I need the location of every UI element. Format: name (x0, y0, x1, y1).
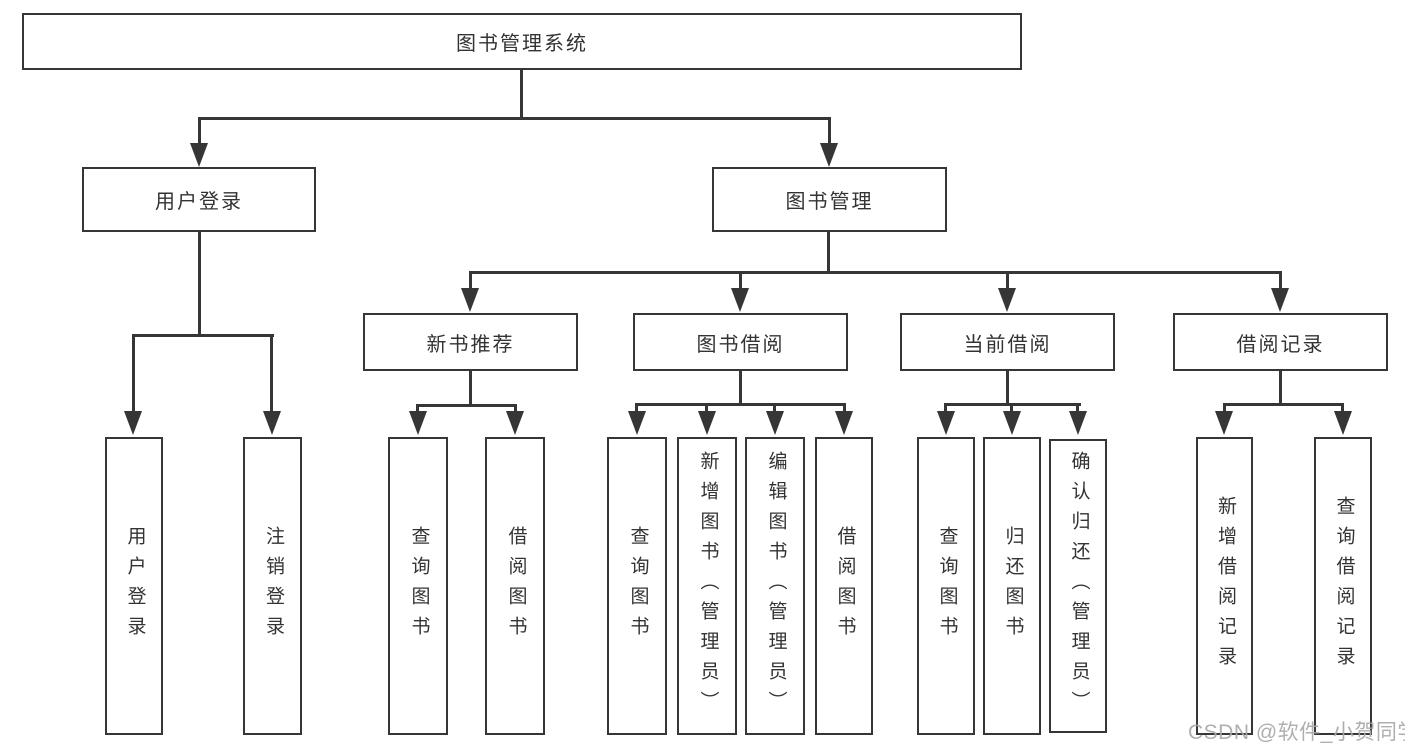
node-label: 新增图书（管理员） (697, 451, 719, 721)
node-label: 借阅图书 (505, 526, 527, 646)
connector-line (520, 70, 523, 118)
node-new-book-recommend: 新书推荐 (363, 313, 578, 371)
leaf-edit-books-admin: 编辑图书（管理员） (745, 437, 805, 735)
arrow-down-icon (731, 288, 749, 312)
connector-line (416, 404, 419, 413)
node-label: 新增借阅记录 (1214, 496, 1236, 676)
node-label: 借阅记录 (1236, 333, 1325, 356)
leaf-confirm-return-admin: 确认归还（管理员） (1049, 439, 1107, 733)
node-label: 图书管理系统 (456, 33, 588, 55)
node-label: 用户登录 (155, 191, 243, 213)
node-label: 新书推荐 (426, 333, 515, 356)
arrow-down-icon (1215, 411, 1233, 435)
arrow-down-icon (1271, 288, 1289, 312)
csdn-watermark: CSDN @软件_小贺同学 (1188, 721, 1405, 744)
leaf-query-books-recommend: 查询图书 (388, 437, 448, 735)
connector-line (198, 232, 201, 336)
node-label: 图书管理 (785, 191, 874, 213)
node-label: 用户登录 (124, 526, 146, 646)
arrow-down-icon (190, 143, 208, 167)
arrow-down-icon (937, 411, 955, 435)
node-label: 当前借阅 (963, 333, 1052, 356)
connector-line (1223, 403, 1226, 412)
node-label: 图书借阅 (696, 333, 785, 356)
connector-line (1006, 371, 1009, 405)
node-label: 查询图书 (936, 526, 958, 646)
connector-line (270, 334, 273, 412)
node-label: 注销登录 (262, 526, 284, 646)
connector-line (132, 334, 135, 412)
connector-line (198, 117, 201, 145)
arrow-down-icon (628, 411, 646, 435)
node-label: 查询借阅记录 (1333, 496, 1355, 676)
node-label: 确认归还（管理员） (1068, 451, 1090, 721)
connector-line (132, 334, 274, 337)
leaf-query-borrow-record: 查询借阅记录 (1314, 437, 1372, 735)
connector-line (827, 232, 830, 274)
node-label: 查询图书 (627, 526, 649, 646)
connector-line (1223, 403, 1344, 406)
arrow-down-icon (263, 411, 281, 435)
connector-line (1010, 403, 1013, 412)
node-current-borrowing: 当前借阅 (900, 313, 1115, 371)
node-label: 归还图书 (1002, 526, 1024, 646)
node-label: 借阅图书 (834, 526, 856, 646)
connector-line (828, 117, 831, 145)
connector-line (705, 403, 708, 412)
connector-line (635, 403, 638, 412)
leaf-return-books: 归还图书 (983, 437, 1041, 735)
connector-line (416, 404, 517, 407)
node-library-system: 图书管理系统 (22, 13, 1022, 70)
leaf-logout-login: 注销登录 (243, 437, 302, 735)
connector-line (773, 403, 776, 412)
arrow-down-icon (461, 288, 479, 312)
arrow-down-icon (820, 143, 838, 167)
connector-line (739, 271, 742, 290)
node-book-management: 图书管理 (712, 167, 947, 232)
connector-line (469, 271, 472, 290)
node-book-borrowing: 图书借阅 (633, 313, 848, 371)
arrow-down-icon (1003, 411, 1021, 435)
arrow-down-icon (698, 411, 716, 435)
node-label: 编辑图书（管理员） (765, 451, 787, 721)
arrow-down-icon (766, 411, 784, 435)
leaf-add-books-admin: 新增图书（管理员） (677, 437, 737, 735)
connector-line (1279, 371, 1282, 405)
arrow-down-icon (1334, 411, 1352, 435)
connector-line (1341, 403, 1344, 412)
arrow-down-icon (124, 411, 142, 435)
connector-line (635, 403, 846, 406)
connector-line (198, 117, 831, 120)
leaf-borrow-books-borrow: 借阅图书 (815, 437, 873, 735)
arrow-down-icon (835, 411, 853, 435)
connector-line (1279, 271, 1282, 290)
connector-line (514, 404, 517, 413)
leaf-add-borrow-record: 新增借阅记录 (1196, 437, 1253, 735)
arrow-down-icon (1069, 411, 1087, 435)
connector-line (1076, 403, 1079, 412)
node-borrow-records: 借阅记录 (1173, 313, 1388, 371)
node-user-login-branch: 用户登录 (82, 167, 316, 232)
leaf-borrow-books-recommend: 借阅图书 (485, 437, 545, 735)
connector-line (469, 371, 472, 406)
connector-line (843, 403, 846, 412)
leaf-query-books-current: 查询图书 (917, 437, 975, 735)
arrow-down-icon (409, 411, 427, 435)
connector-line (469, 271, 1281, 274)
node-label: 查询图书 (408, 526, 430, 646)
arrow-down-icon (998, 288, 1016, 312)
connector-line (739, 371, 742, 405)
arrow-down-icon (506, 411, 524, 435)
leaf-query-books-borrow: 查询图书 (607, 437, 667, 735)
connector-line (1006, 271, 1009, 290)
leaf-user-login: 用户登录 (105, 437, 163, 735)
connector-line (944, 403, 947, 412)
